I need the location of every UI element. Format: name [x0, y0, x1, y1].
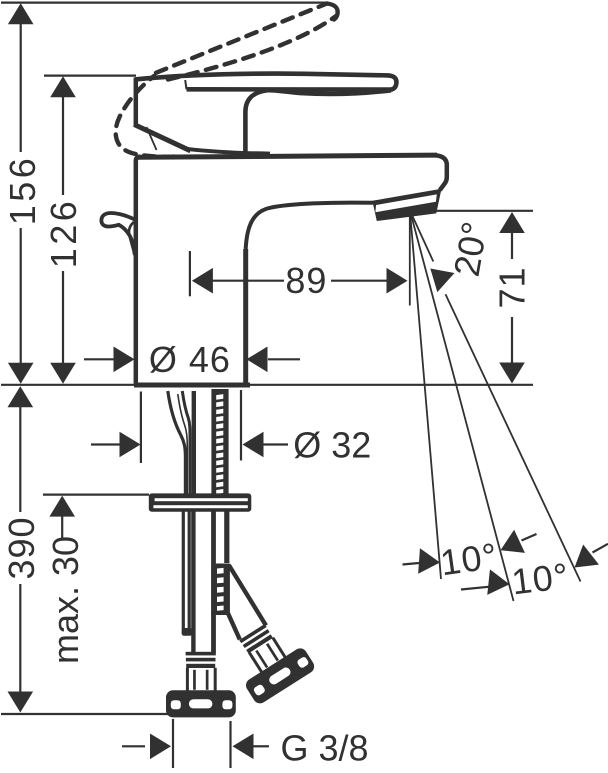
svg-text:126: 126: [43, 198, 84, 269]
svg-text:156: 156: [2, 155, 43, 226]
svg-text:390: 390: [1, 516, 42, 579]
svg-text:G 3/8: G 3/8: [281, 728, 369, 769]
svg-text:10°: 10°: [509, 555, 571, 603]
svg-text:max. 30: max. 30: [45, 536, 86, 664]
svg-text:10°: 10°: [438, 535, 501, 584]
svg-text:71: 71: [492, 266, 533, 308]
svg-text:89: 89: [285, 260, 327, 301]
svg-text:Ø 46: Ø 46: [149, 339, 231, 380]
svg-text:Ø 32: Ø 32: [293, 425, 371, 466]
